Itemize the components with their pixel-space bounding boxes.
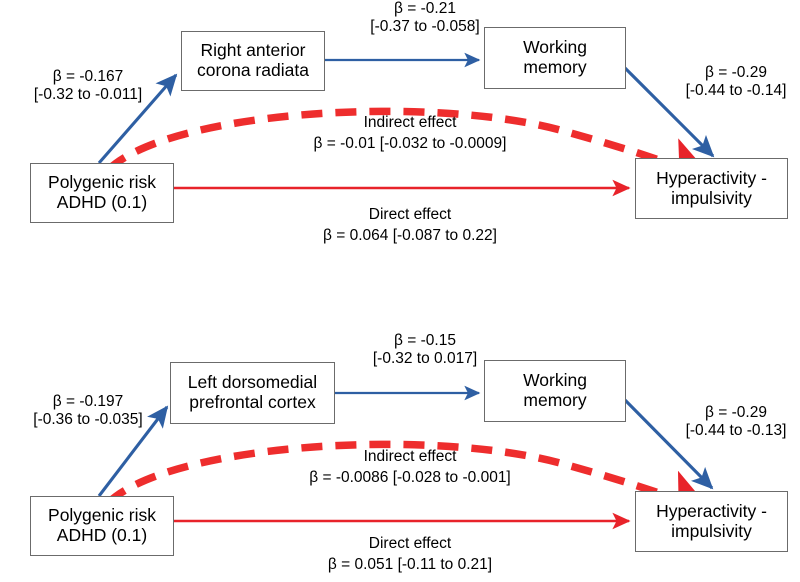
label-indirect-effect-value-bottom: β = -0.0086 [-0.028 to -0.001]	[309, 469, 511, 486]
node-predictor-bottom[interactable]: Polygenic risk ADHD (0.1)	[30, 496, 174, 556]
label-brain-to-memory-bottom: β = -0.15 [-0.32 to 0.017]	[372, 332, 478, 367]
label-predictor-to-brain-bottom: β = -0.197 [-0.36 to -0.035]	[33, 393, 143, 428]
curve-indirect-effect-top	[105, 107, 717, 184]
label-indirect-effect-title-top: Indirect effect	[363, 114, 457, 131]
label-indirect-effect-title-bottom: Indirect effect	[363, 448, 457, 465]
label-direct-effect-value-top: β = 0.064 [-0.087 to 0.22]	[323, 227, 497, 244]
label-brain-to-memory-top: β = -0.21 [-0.37 to -0.058]	[370, 0, 480, 35]
label-memory-to-outcome-bottom: β = -0.29 [-0.44 to -0.13]	[685, 404, 787, 439]
node-mediator-brain-bottom[interactable]: Left dorsomedial prefrontal cortex	[170, 362, 335, 424]
label-indirect-effect-value-top: β = -0.01 [-0.032 to -0.0009]	[313, 135, 507, 152]
label-direct-effect-title-top: Direct effect	[368, 206, 452, 223]
arrow-predictor-to-brain-top	[97, 73, 178, 165]
label-predictor-to-brain-top: β = -0.167 [-0.32 to -0.011]	[33, 68, 143, 103]
node-mediator-memory-bottom[interactable]: Working memory	[484, 360, 626, 422]
label-direct-effect-title-bottom: Direct effect	[368, 535, 452, 552]
curve-indirect-effect-bottom	[105, 440, 716, 517]
node-outcome-top[interactable]: Hyperactivity - impulsivity	[635, 158, 788, 219]
node-outcome-bottom[interactable]: Hyperactivity - impulsivity	[635, 491, 788, 552]
label-direct-effect-value-bottom: β = 0.051 [-0.11 to 0.21]	[327, 556, 493, 573]
node-mediator-brain-top[interactable]: Right anterior corona radiata	[181, 31, 325, 91]
node-predictor-top[interactable]: Polygenic risk ADHD (0.1)	[30, 163, 174, 223]
arrow-predictor-to-brain-bottom	[97, 405, 169, 497]
label-memory-to-outcome-top: β = -0.29 [-0.44 to -0.14]	[685, 64, 787, 99]
node-mediator-memory-top[interactable]: Working memory	[484, 27, 626, 89]
